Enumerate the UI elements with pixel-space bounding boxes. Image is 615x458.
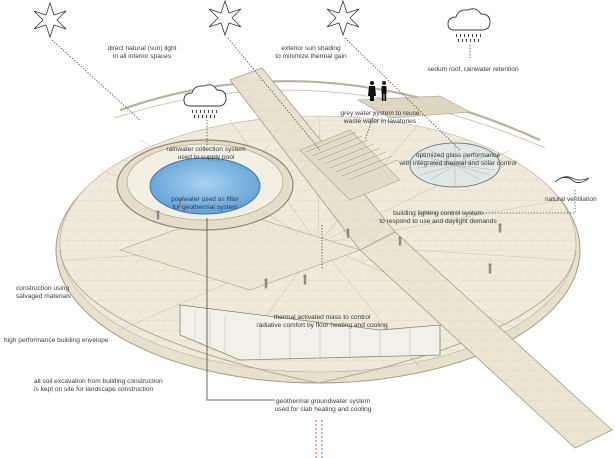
- label-line: high performance building envelope: [4, 337, 109, 344]
- label-rainwater: rainwater collection system used to supp…: [166, 146, 245, 162]
- label-sedum-roof: sedum roof, rainwater retention: [427, 66, 518, 74]
- label-line: optimized glass performance: [415, 152, 501, 159]
- label-envelope: high performance building envelope: [4, 337, 108, 345]
- label-line: natural ventilation: [545, 196, 597, 203]
- label-line: radiative comfort by floor heating and c…: [256, 322, 388, 329]
- wind-icon: [554, 176, 590, 183]
- label-line: thermal activated mass to control: [273, 314, 371, 321]
- central-stair: [299, 129, 401, 201]
- label-line: all soil excavation from building constr…: [34, 378, 163, 385]
- rain-cloud-icon: [183, 84, 227, 118]
- pool: [149, 157, 261, 215]
- leader-lines: [51, 37, 576, 270]
- sun-icon: [208, 0, 242, 37]
- label-line: construction using: [16, 285, 70, 292]
- label-line: rainwater collection system: [166, 146, 246, 153]
- label-sun-shading: exterior sun shading to minimize thermal…: [275, 45, 346, 61]
- label-line: used for slab heating and cooling: [274, 406, 372, 413]
- glass-dome: [409, 142, 501, 188]
- label-line: to respond to use and daylight demands: [379, 218, 497, 225]
- label-line: with integrated thermal and solar contro…: [399, 160, 517, 167]
- rain-cloud-icon: [447, 8, 491, 42]
- label-daylight: direct natural (sun) light in all interi…: [108, 45, 177, 61]
- label-line: sedum roof, rainwater retention: [427, 66, 519, 73]
- geothermal-line: [206, 218, 275, 401]
- label-line: used to supply pool: [177, 154, 235, 161]
- label-line: to minimize thermal gain: [275, 53, 347, 60]
- label-poolwater: poolwater used as filter for geothermal …: [171, 196, 239, 212]
- label-line: waste water in lavatories: [343, 118, 417, 125]
- label-salvaged: construction using salvaged materials: [16, 285, 71, 301]
- label-grey-water: grey water system to reuse waste water i…: [340, 110, 419, 126]
- label-line: in all interior spaces: [112, 53, 172, 60]
- people: [156, 198, 502, 289]
- sedum-roof: [356, 95, 472, 119]
- label-lighting: building lighting control system to resp…: [379, 210, 496, 226]
- label-line: for geothermal system: [172, 204, 238, 211]
- label-line: salvaged materials: [16, 293, 71, 300]
- label-soil: all soil excavation from building constr…: [34, 378, 163, 394]
- label-line: direct natural (sun) light: [107, 45, 177, 52]
- label-ventilation: natural ventilation: [545, 196, 597, 204]
- geothermal-pipes: [315, 420, 323, 458]
- label-line: grey water system to reuse: [340, 110, 420, 117]
- sun-icon: [326, 0, 360, 37]
- label-line: is kept on site for landscape constructi…: [34, 386, 154, 393]
- label-thermal-mass: thermal activated mass to control radiat…: [256, 314, 387, 330]
- label-line: poolwater used as filter: [171, 196, 239, 203]
- label-glass: optimized glass performance with integra…: [399, 152, 516, 168]
- roof-ring: [114, 80, 546, 149]
- lower-facade: [179, 304, 441, 361]
- sun-icon: [33, 1, 67, 39]
- label-line: geothermal groundwater system: [275, 398, 371, 405]
- restroom-icon: [368, 81, 387, 101]
- label-geothermal: geothermal groundwater system used for s…: [275, 398, 372, 414]
- label-line: exterior sun shading: [281, 45, 341, 52]
- label-line: building lighting control system: [393, 210, 483, 217]
